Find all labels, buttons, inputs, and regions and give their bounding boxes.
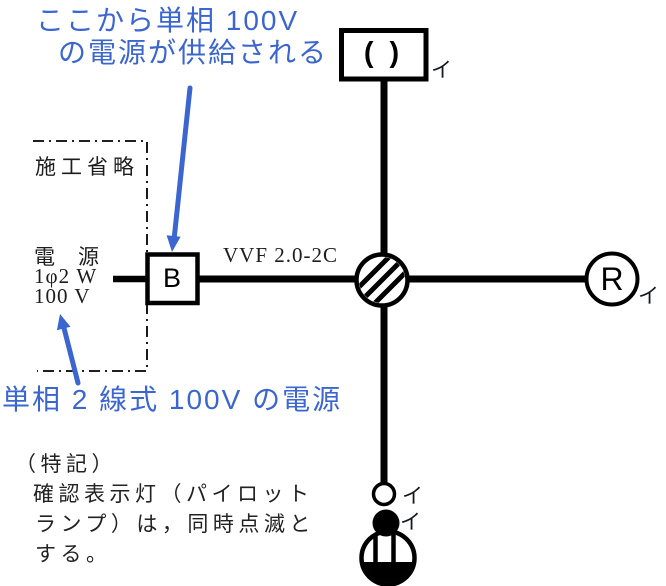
junction-box-hatch bbox=[359, 257, 405, 303]
annotation-supply-line2: の電源が供給される bbox=[58, 37, 329, 68]
switch-icon bbox=[372, 509, 400, 537]
notes-line1: 確認表示灯（パイロット bbox=[33, 482, 314, 506]
pilot-lamp-icon bbox=[371, 481, 397, 507]
arrow-to-breaker-icon bbox=[166, 85, 193, 252]
power-source-label: 電 源 bbox=[34, 245, 100, 269]
receptacle-tag: イ bbox=[638, 284, 659, 308]
notes-line2: ランプ）は，同時点滅と bbox=[35, 512, 315, 536]
switch-tag: イ bbox=[400, 510, 421, 534]
notes-heading: （特記） bbox=[15, 452, 117, 476]
cable-type-label: VVF 2.0-2C bbox=[223, 243, 339, 267]
construction-omitted-label: 施工省略 bbox=[35, 155, 139, 179]
lamp-receptacle-icon bbox=[584, 251, 640, 307]
annotation-supply-line1: ここから単相 100V bbox=[36, 5, 300, 36]
phase-spec-label: 1φ2 W bbox=[34, 264, 98, 288]
ceiling-light-tag: イ bbox=[431, 58, 452, 82]
voltage-spec-label: 100 V bbox=[34, 284, 91, 308]
pilot-lamp-tag: イ bbox=[402, 484, 423, 508]
outlet-wall-fill bbox=[363, 562, 413, 583]
ceiling-light-icon bbox=[339, 28, 429, 82]
breaker-letter: B bbox=[162, 263, 181, 293]
notes-line3: する。 bbox=[35, 542, 112, 566]
annotation-source-note: 単相 2 線式 100V の電源 bbox=[2, 384, 343, 415]
ceiling-light-symbol: ( ) bbox=[363, 37, 404, 69]
receptacle-letter: R bbox=[600, 260, 624, 297]
arrow-to-source-icon bbox=[56, 314, 81, 386]
construction-omitted-boundary bbox=[33, 140, 148, 372]
